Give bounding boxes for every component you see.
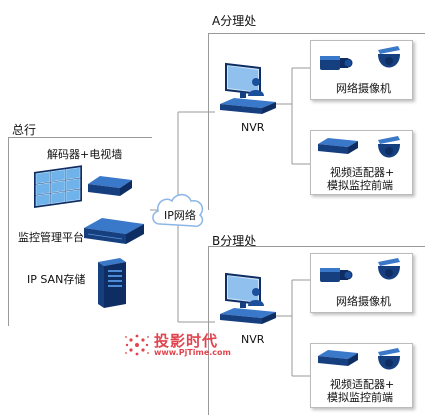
branch-b-group [208,246,425,415]
branch-a-nvr-icon [220,62,276,114]
dome-camera-icon [378,348,400,370]
branch-b-adapter-label-1: 视频适配器+ [330,378,395,391]
video-wall-icon [34,165,82,208]
video-adapter-icon [318,138,358,154]
watermark-logo-icon [125,334,149,356]
branch-a-nvr-label: NVR [241,121,265,134]
storage-tower-icon [98,258,126,308]
branch-a-camera-label: 网络摄像机 [336,82,391,95]
branch-b-nvr-label: NVR [241,333,265,346]
network-camera-icon [320,56,353,70]
branch-b-nvr-icon [220,272,276,324]
branch-b-title: B分理处 [212,234,257,248]
platform-server-icon [84,218,144,244]
branch-b-camera-box [310,253,413,313]
branch-b-adapter-box [310,343,413,408]
decoder-label: 解码器+电视墙 [47,148,123,161]
branch-b-camera-label: 网络摄像机 [336,295,391,308]
branch-a-adapter-label-2: 模拟监控前端 [327,179,393,192]
ip-network-cloud-icon [152,193,204,228]
branch-b-adapter-label-2: 模拟监控前端 [327,391,393,404]
branch-a-adapter-label-1: 视频适配器+ [330,166,395,179]
branch-a-group [208,33,425,210]
dome-camera-icon [378,136,400,158]
hq-group [8,137,152,326]
cloud-label: IP网络 [164,209,196,222]
hq-title: 总行 [12,123,37,137]
storage-label: IP SAN存储 [27,273,86,286]
dome-camera-icon [378,46,400,68]
network-camera-icon [320,268,353,282]
platform-label: 监控管理平台 [18,231,84,244]
dome-camera-icon [378,258,400,280]
watermark-url: www.PjTime.com [154,348,231,357]
branch-a-adapter-box [310,130,413,195]
decoder-icon [88,176,132,196]
watermark-text: 投影时代 [154,332,219,350]
branch-a-title: A分理处 [212,14,257,28]
video-adapter-icon [318,350,358,366]
